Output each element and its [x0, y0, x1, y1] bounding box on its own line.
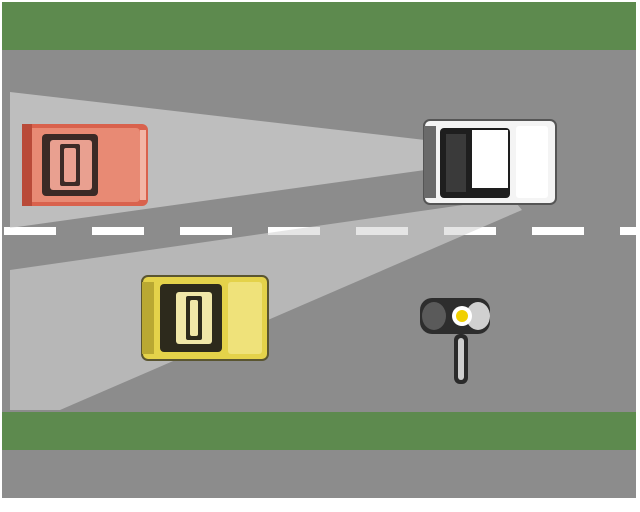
- red-car: [22, 124, 148, 206]
- lane-dash: [180, 227, 232, 235]
- grass-verge-bottom: [2, 412, 636, 450]
- grass-verge-top: [2, 2, 636, 50]
- lane-dash: [532, 227, 584, 235]
- yellow-car: [141, 275, 269, 361]
- white-car: [423, 119, 557, 205]
- lane-dash: [4, 227, 56, 235]
- pavement-bottom: [2, 450, 636, 498]
- motorcycle: [420, 298, 490, 384]
- lane-dash: [620, 227, 636, 235]
- motorcycle-headlight: [456, 310, 468, 322]
- lane-dash: [92, 227, 144, 235]
